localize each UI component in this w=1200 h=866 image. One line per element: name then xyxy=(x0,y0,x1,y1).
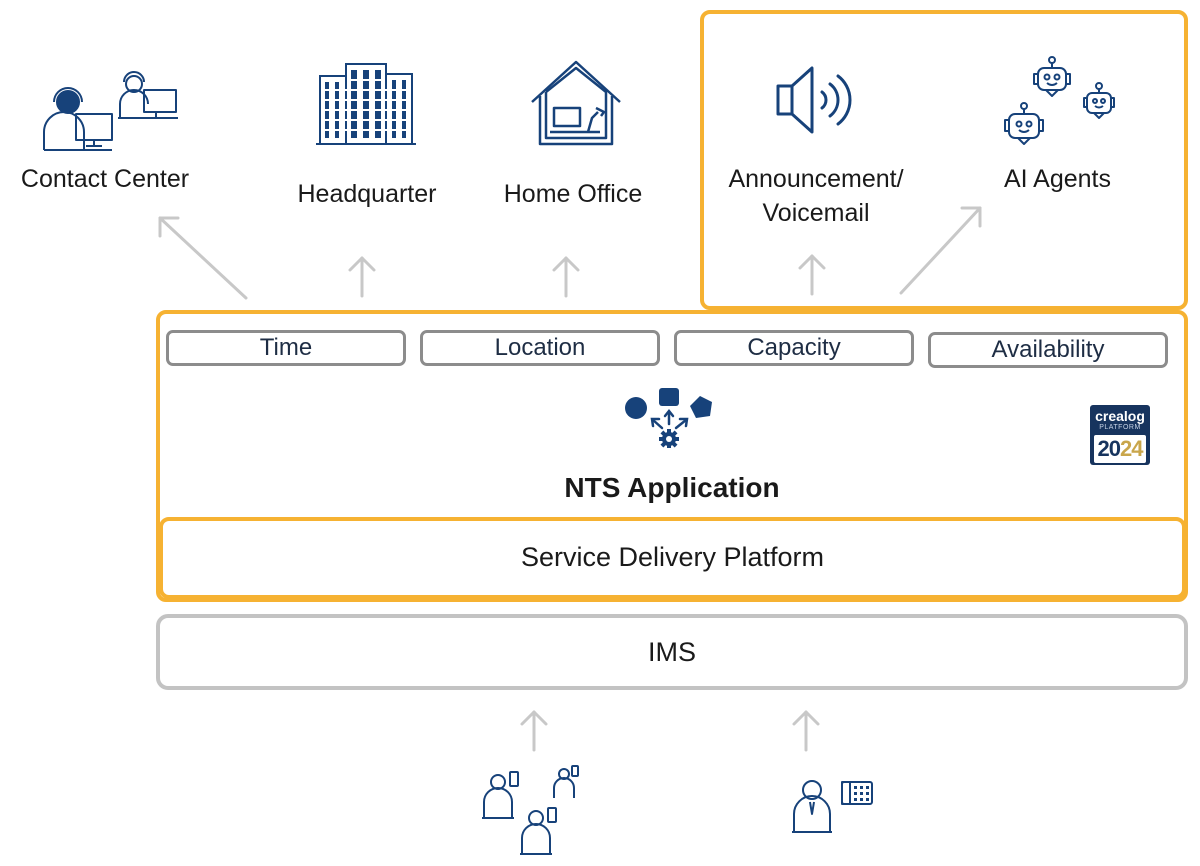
service-delivery-platform-box xyxy=(159,517,1186,599)
contact-center-agents-icon xyxy=(43,71,178,151)
arrow-from-mobile-users xyxy=(520,710,548,752)
ai-agents-label: AI Agents xyxy=(1003,165,1112,193)
mobile-users-icon xyxy=(482,765,579,855)
ims-label: IMS xyxy=(647,637,696,667)
criterion-availability: Availability xyxy=(928,332,1168,368)
arrow-to-headquarter xyxy=(348,256,376,298)
arrow-to-home-office xyxy=(552,256,580,298)
arrow-from-desk-user xyxy=(792,710,820,752)
home-office-label: Home Office xyxy=(503,180,643,208)
extended-targets-box xyxy=(700,10,1188,310)
criterion-location: Location xyxy=(420,330,660,366)
speaker-announcement-icon xyxy=(776,66,852,134)
headquarter-label: Headquarter xyxy=(297,180,437,208)
criterion-time: Time xyxy=(166,330,406,366)
nts-application-box xyxy=(156,310,1188,602)
headquarter-building-icon xyxy=(316,63,416,145)
contact-center-label: Contact Center xyxy=(20,165,190,193)
arrow-to-ai-agents xyxy=(899,206,982,295)
arrow-to-contact-center xyxy=(158,216,248,300)
announcement-label-line2: Voicemail xyxy=(762,199,870,227)
routing-shapes-icon xyxy=(625,388,712,448)
home-office-house-icon xyxy=(531,60,621,146)
service-delivery-platform-label: Service Delivery Platform xyxy=(520,542,825,572)
arrow-to-announcement xyxy=(798,254,826,296)
desk-phone-user-icon xyxy=(792,780,873,833)
crealog-platform-2024-logo: crealog PLATFORM 2024 xyxy=(1090,405,1150,465)
criterion-capacity: Capacity xyxy=(674,330,914,366)
ims-box xyxy=(156,614,1188,690)
announcement-label-line1: Announcement/ xyxy=(728,165,904,193)
ai-agents-robots-icon xyxy=(1004,56,1115,145)
nts-application-title: NTS Application xyxy=(564,472,780,503)
